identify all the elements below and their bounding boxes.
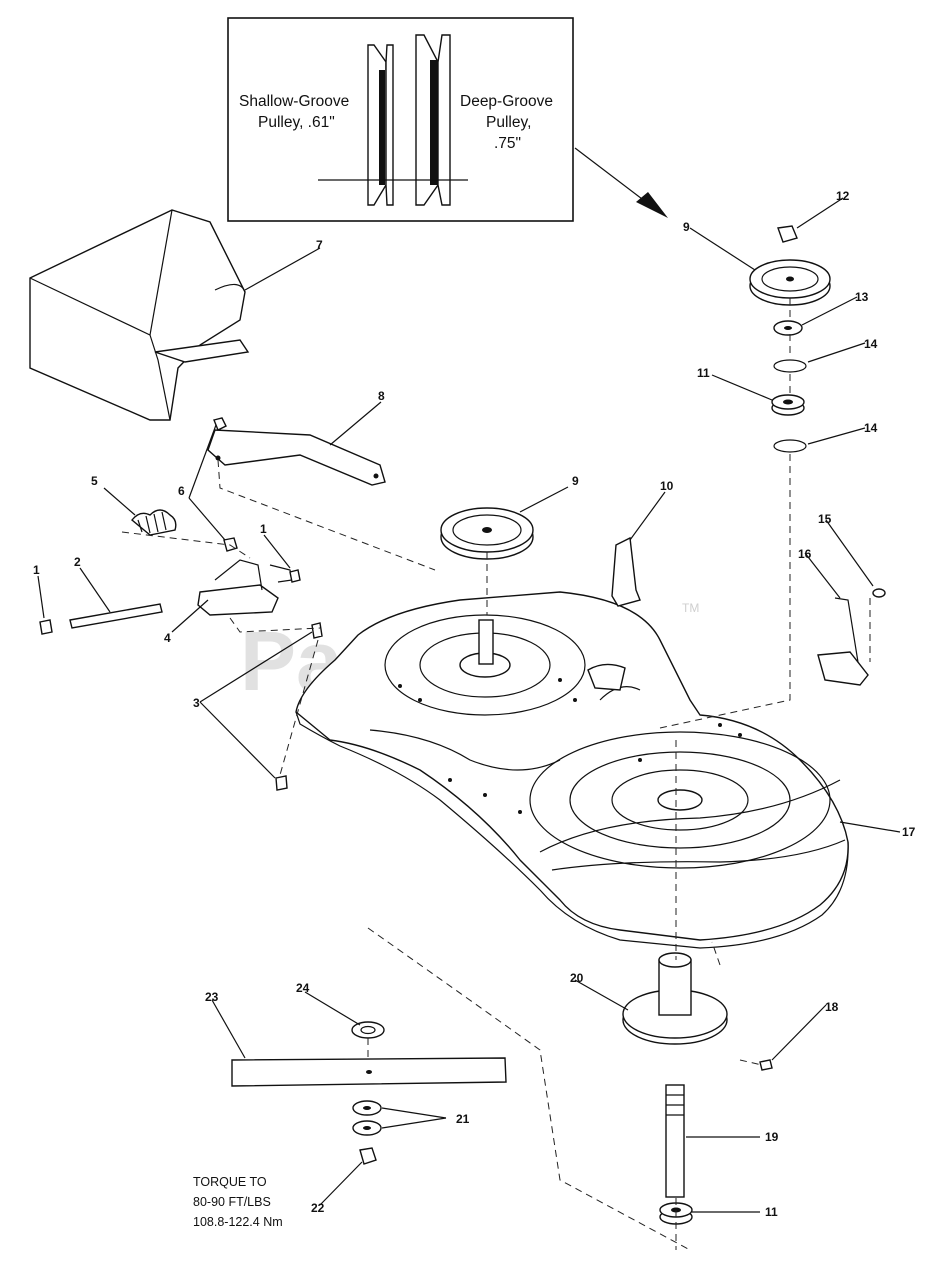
callout-13: 13 xyxy=(855,290,869,304)
deflector-shield xyxy=(29,209,250,421)
assembly-lines xyxy=(121,298,871,1251)
shallow-groove-label-line2: Pulley, .61" xyxy=(258,114,335,131)
torque-line-3: 108.8-122.4 Nm xyxy=(193,1215,283,1229)
callout-12: 12 xyxy=(836,189,850,203)
callout-21: 21 xyxy=(456,1112,470,1126)
washer-13 xyxy=(773,320,803,336)
deep-groove-pulley-section xyxy=(415,34,451,206)
callout-14-upper: 14 xyxy=(864,337,878,351)
callout-9-idler: 9 xyxy=(683,220,690,234)
mower-deck xyxy=(295,591,849,949)
torque-note: TORQUE TO 80-90 FT/LBS 108.8-122.4 Nm xyxy=(193,1175,283,1229)
spring xyxy=(131,509,177,536)
pin-lower xyxy=(275,775,288,791)
mower-blade xyxy=(231,1057,507,1087)
callout-17: 17 xyxy=(902,825,916,839)
watermark-tm: TM xyxy=(682,601,699,615)
deep-groove-label-line3: .75" xyxy=(494,135,521,152)
lever-bracket xyxy=(197,559,293,616)
callout-4: 4 xyxy=(164,631,171,645)
spindle-shaft xyxy=(665,1084,685,1198)
deflector-bracket xyxy=(207,429,386,486)
callout-3: 3 xyxy=(193,696,200,710)
blade-washer-24 xyxy=(351,1021,385,1039)
clip-right xyxy=(289,569,301,583)
deck-pulley xyxy=(440,507,534,560)
callout-10: 10 xyxy=(660,479,674,493)
callout-24: 24 xyxy=(296,981,310,995)
callout-9-deck: 9 xyxy=(572,474,579,488)
callout-23: 23 xyxy=(205,990,219,1004)
shallow-groove-label-line1: Shallow-Groove xyxy=(239,93,349,110)
callout-7: 7 xyxy=(316,238,323,252)
pivot-rod xyxy=(69,603,163,629)
bell-washers-21 xyxy=(352,1100,382,1136)
leader-lines xyxy=(37,197,901,1213)
callout-18: 18 xyxy=(825,1000,839,1014)
retaining-ring-upper xyxy=(773,359,807,373)
callout-numbers: 7 8 6 5 6 1 1 2 4 3 9 10 9 12 13 14 11 1… xyxy=(33,189,916,1219)
deep-groove-label-line2: Pulley, xyxy=(486,114,531,131)
pin-upper xyxy=(311,622,323,639)
deep-groove-label-line1: Deep-Groove xyxy=(460,93,553,110)
callout-5: 5 xyxy=(91,474,98,488)
callout-22: 22 xyxy=(311,1201,325,1215)
callout-15: 15 xyxy=(818,512,832,526)
bearing-11 xyxy=(771,394,805,416)
torque-line-1: TORQUE TO xyxy=(193,1175,267,1189)
belt-keeper xyxy=(817,597,869,686)
grease-fitting-18 xyxy=(759,1059,773,1071)
spindle-housing xyxy=(622,952,728,1045)
clip-left xyxy=(39,619,53,635)
callout-19: 19 xyxy=(765,1130,779,1144)
callout-1-left: 1 xyxy=(33,563,40,577)
idler-nut-12 xyxy=(777,225,798,243)
callout-8: 8 xyxy=(378,389,385,403)
callout-2: 2 xyxy=(74,555,81,569)
part-6-nut-lower xyxy=(223,537,238,552)
callout-16: 16 xyxy=(798,547,812,561)
callout-6-upper: 6 xyxy=(178,484,185,498)
callout-1-right: 1 xyxy=(260,522,267,536)
shallow-groove-pulley-section xyxy=(367,44,394,206)
idler-pulley xyxy=(749,259,831,306)
callout-20: 20 xyxy=(570,971,584,985)
cap-15 xyxy=(872,588,886,598)
inset-arrow xyxy=(574,147,668,218)
torque-line-2: 80-90 FT/LBS xyxy=(193,1195,271,1209)
belt-guide-bracket xyxy=(611,536,641,607)
callout-11-lower: 11 xyxy=(765,1205,778,1219)
callout-14-lower: 14 xyxy=(864,421,878,435)
pulley-comparison-inset: Shallow-Groove Pulley, .61" Deep-Groove … xyxy=(227,17,574,222)
retaining-ring-lower xyxy=(773,439,807,453)
part-6-nut-upper xyxy=(213,417,227,431)
callout-11-upper: 11 xyxy=(697,366,710,380)
blade-nut-22 xyxy=(359,1147,377,1165)
